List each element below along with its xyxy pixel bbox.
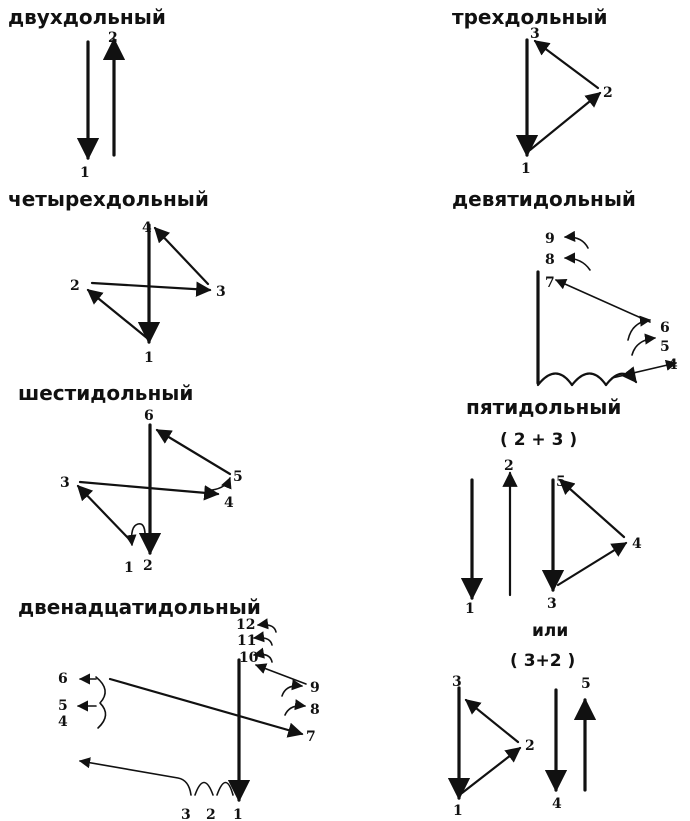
four-beat-right-stroke bbox=[90, 281, 212, 297]
five-b-number: 3 bbox=[452, 674, 462, 690]
nine-beat-number: 7 bbox=[545, 275, 555, 291]
two-beat-number: 1 bbox=[80, 165, 90, 181]
twelve-beat-number: 1 bbox=[233, 807, 243, 821]
twelve-beat-number: 8 bbox=[310, 702, 320, 718]
twelve-beat-hook bbox=[256, 618, 277, 633]
six-beat-left-stroke bbox=[76, 484, 132, 542]
five-a-up-stroke bbox=[558, 478, 626, 539]
six-beat-pattern: шестидольный 1 2 3 4 5 6 bbox=[18, 381, 243, 576]
twelve-beat-hook bbox=[281, 679, 304, 697]
twelve-beat-number: 2 bbox=[206, 807, 216, 821]
five-b-number: 2 bbox=[525, 738, 535, 754]
three-beat-number: 2 bbox=[603, 85, 613, 101]
five-beat-or-label: или bbox=[532, 621, 568, 641]
three-beat-pattern: трехдольный 1 2 3 bbox=[452, 5, 613, 177]
four-beat-number: 3 bbox=[216, 284, 226, 300]
twelve-beat-arc bbox=[216, 781, 234, 796]
twelve-beat-brace bbox=[95, 676, 107, 729]
five-a-number: 4 bbox=[632, 536, 642, 552]
four-beat-number: 1 bbox=[144, 350, 154, 366]
five-b-number: 1 bbox=[453, 803, 463, 819]
twelve-beat-number: 3 bbox=[181, 807, 191, 821]
twelve-beat-hook bbox=[252, 631, 273, 646]
nine-beat-number: 4 bbox=[668, 357, 678, 373]
twelve-beat-number: 10 bbox=[239, 650, 259, 666]
twelve-beat-hook bbox=[284, 699, 307, 716]
twelve-beat-pattern: двенадцатидольный 1 2 3 4 5 6 7 8 9 10 1… bbox=[18, 595, 320, 821]
twelve-beat-arc bbox=[194, 781, 214, 796]
twelve-beat-number: 6 bbox=[58, 671, 68, 687]
five-a-number: 2 bbox=[504, 458, 514, 474]
six-beat-number: 4 bbox=[224, 495, 234, 511]
four-beat-title: четырехдольный bbox=[8, 187, 209, 211]
two-beat-title: двухдольный bbox=[8, 5, 166, 29]
six-beat-number: 2 bbox=[143, 558, 153, 574]
nine-beat-hook bbox=[627, 315, 652, 341]
three-beat-number: 1 bbox=[521, 161, 531, 177]
nine-beat-pattern: девятидольный 4 5 6 7 8 9 bbox=[452, 187, 678, 387]
four-beat-left-stroke bbox=[86, 288, 149, 340]
two-beat-pattern: двухдольный 1 2 bbox=[8, 5, 166, 181]
nine-beat-up-stroke bbox=[554, 278, 651, 323]
nine-beat-hook bbox=[631, 333, 657, 356]
five-a-number: 5 bbox=[556, 474, 566, 490]
four-beat-pattern: четырехдольный 1 2 3 4 bbox=[8, 187, 226, 366]
twelve-beat-number: 7 bbox=[306, 729, 316, 745]
nine-beat-number: 6 bbox=[660, 320, 670, 336]
six-beat-number: 1 bbox=[124, 560, 134, 576]
five-a-number: 3 bbox=[547, 596, 557, 612]
five-beat-variant-a-label: ( 2 + 3 ) bbox=[500, 430, 577, 450]
three-beat-title: трехдольный bbox=[452, 5, 607, 29]
nine-beat-number: 5 bbox=[660, 339, 670, 355]
twelve-beat-number: 9 bbox=[310, 680, 320, 696]
twelve-beat-number: 4 bbox=[58, 714, 68, 730]
five-b-up-stroke bbox=[464, 698, 520, 744]
twelve-beat-number: 5 bbox=[58, 698, 68, 714]
nine-beat-arc bbox=[570, 372, 608, 387]
nine-beat-arc bbox=[536, 372, 574, 387]
five-a-number: 1 bbox=[465, 601, 475, 617]
four-beat-number: 2 bbox=[70, 278, 80, 294]
twelve-beat-number: 12 bbox=[236, 617, 255, 633]
nine-beat-arc bbox=[604, 366, 638, 387]
six-beat-up-stroke bbox=[155, 428, 232, 476]
six-beat-number: 3 bbox=[60, 475, 70, 491]
five-b-number: 5 bbox=[581, 676, 591, 692]
five-beat-variant-b-label: ( 3+2 ) bbox=[510, 651, 575, 671]
six-beat-title: шестидольный bbox=[18, 381, 193, 405]
six-beat-number: 6 bbox=[144, 408, 154, 424]
two-beat-number: 2 bbox=[108, 30, 118, 46]
five-beat-title: пятидольный bbox=[466, 395, 621, 419]
twelve-beat-hook bbox=[252, 647, 273, 663]
twelve-beat-up-stroke bbox=[254, 663, 307, 685]
nine-beat-right-stroke bbox=[611, 359, 678, 379]
four-beat-up-stroke bbox=[153, 226, 210, 286]
six-beat-number: 5 bbox=[233, 469, 243, 485]
twelve-beat-title: двенадцатидольный bbox=[18, 595, 261, 619]
six-beat-hook bbox=[211, 476, 232, 491]
five-beat-pattern: пятидольный ( 2 + 3 ) 1 2 3 4 5 или ( 3+… bbox=[447, 395, 642, 819]
nine-beat-title: девятидольный bbox=[452, 187, 636, 211]
nine-beat-hook bbox=[563, 230, 589, 249]
twelve-beat-left-stroke bbox=[78, 757, 192, 796]
five-a-right-stroke bbox=[556, 541, 628, 587]
six-beat-right-stroke bbox=[78, 480, 220, 501]
twelve-beat-right-stroke bbox=[108, 677, 304, 738]
five-b-right-stroke bbox=[460, 746, 522, 795]
nine-beat-number: 8 bbox=[545, 252, 555, 268]
nine-beat-hook bbox=[563, 252, 591, 271]
twelve-beat-number: 11 bbox=[237, 633, 256, 649]
three-beat-up-stroke bbox=[533, 39, 600, 90]
nine-beat-number: 9 bbox=[545, 231, 555, 247]
three-beat-right-stroke bbox=[528, 91, 602, 152]
four-beat-number: 4 bbox=[142, 220, 152, 236]
six-beat-arc bbox=[125, 523, 146, 547]
five-b-number: 4 bbox=[552, 796, 562, 812]
three-beat-number: 3 bbox=[530, 26, 540, 42]
